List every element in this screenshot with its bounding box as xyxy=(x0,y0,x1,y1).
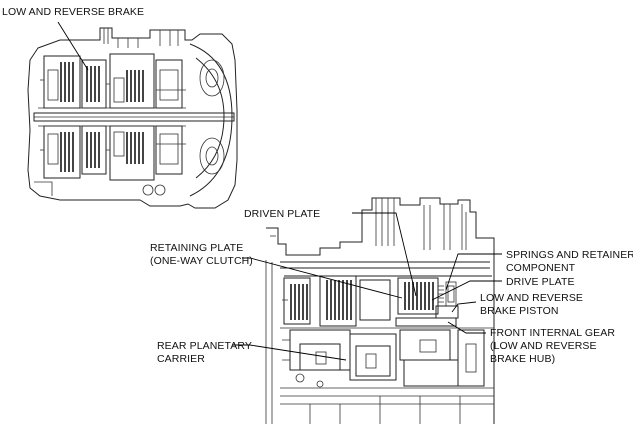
label-low-reverse-brake: LOW AND REVERSE BRAKE xyxy=(2,6,144,18)
transmission-overview-drawing xyxy=(27,27,238,209)
label-front-internal-gear-line1: FRONT INTERNAL GEAR xyxy=(490,327,615,339)
label-retaining-plate-line1: RETAINING PLATE xyxy=(150,242,243,254)
label-springs-retainer-line2: COMPONENT xyxy=(506,262,576,274)
leader-driven-plate xyxy=(352,212,417,297)
label-driven-plate: DRIVEN PLATE xyxy=(244,208,320,220)
leader-springs-retainer xyxy=(445,253,502,291)
leader-front-internal-gear xyxy=(447,321,486,334)
label-retaining-plate-line2: (ONE-WAY CLUTCH) xyxy=(150,255,253,267)
brake-detail-drawing xyxy=(265,197,495,424)
leader-retaining-plate xyxy=(242,257,403,299)
label-front-internal-gear-line3: BRAKE HUB) xyxy=(490,353,555,365)
leader-lines xyxy=(232,212,502,361)
leader-low-reverse-brake xyxy=(57,21,89,71)
leader-rear-planetary xyxy=(232,344,347,361)
label-piston-line1: LOW AND REVERSE xyxy=(480,292,583,304)
leader-piston xyxy=(451,301,477,313)
label-rear-planetary-line2: CARRIER xyxy=(157,353,205,365)
label-front-internal-gear-line2: (LOW AND REVERSE xyxy=(490,340,597,352)
labels: LOW AND REVERSE BRAKE DRIVEN PLATE RETAI… xyxy=(2,6,633,365)
label-springs-retainer-line1: SPRINGS AND RETAINER xyxy=(506,249,633,261)
label-drive-plate: DRIVE PLATE xyxy=(506,276,575,288)
label-piston-line2: BRAKE PISTON xyxy=(480,305,559,317)
label-rear-planetary-line1: REAR PLANETARY xyxy=(157,340,252,352)
leader-drive-plate xyxy=(431,280,502,301)
